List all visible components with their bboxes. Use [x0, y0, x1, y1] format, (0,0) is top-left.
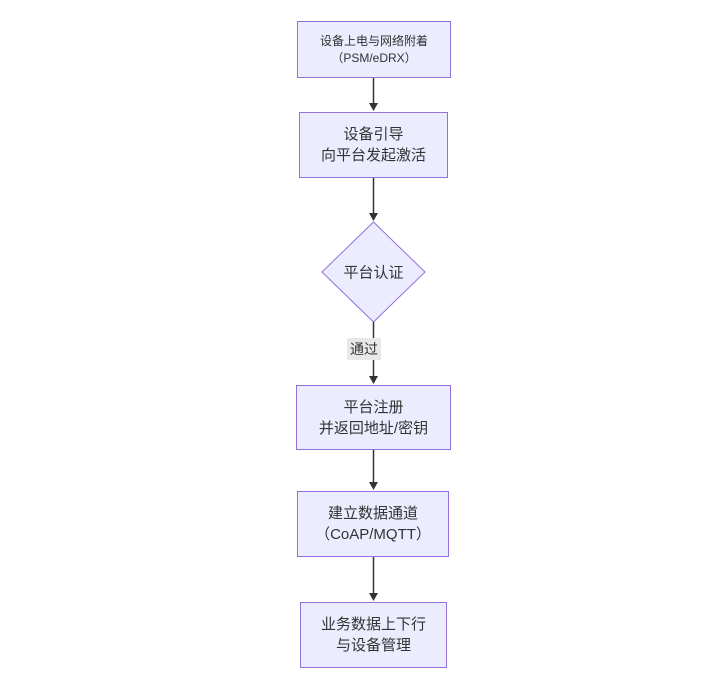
- node-text-line: 设备引导: [343, 126, 404, 143]
- arrowhead-icon: [369, 593, 378, 601]
- flow-node-bootstrap: 设备引导 向平台发起激活: [299, 112, 448, 178]
- arrowhead-icon: [369, 103, 378, 111]
- edge-power-to-bootstrap: [369, 78, 378, 111]
- node-text-line: （CoAP/MQTT）: [315, 526, 431, 543]
- node-text-line: 建立数据通道: [327, 505, 418, 522]
- node-text-line: 设备上电与网络附着: [319, 33, 428, 48]
- flow-node-data-channel: 建立数据通道 （CoAP/MQTT）: [297, 491, 449, 557]
- edge-bootstrap-to-auth: [369, 178, 378, 221]
- node-text-line: 业务数据上下行: [320, 616, 426, 633]
- node-text-line: （PSM/eDRX）: [331, 50, 417, 65]
- node-text-line: 向平台发起激活: [320, 147, 426, 164]
- edge-channel-to-business: [369, 557, 378, 601]
- flow-node-platform-register: 平台注册 并返回地址/密钥: [296, 385, 451, 450]
- flow-node-business-data: 业务数据上下行 与设备管理: [300, 602, 447, 668]
- decision-node-label: 平台认证: [343, 264, 404, 282]
- arrowhead-icon: [369, 482, 378, 490]
- edge-register-to-channel: [369, 450, 378, 490]
- node-text-line: 平台注册: [343, 398, 404, 416]
- node-text-line: 与设备管理: [335, 637, 411, 654]
- node-text-line: 并返回地址/密钥: [318, 419, 429, 437]
- flow-node-power-attach: 设备上电与网络附着 （PSM/eDRX）: [297, 21, 451, 78]
- edge-label-pass: 通过: [347, 338, 381, 360]
- arrowhead-icon: [369, 376, 378, 384]
- arrowhead-icon: [369, 213, 378, 221]
